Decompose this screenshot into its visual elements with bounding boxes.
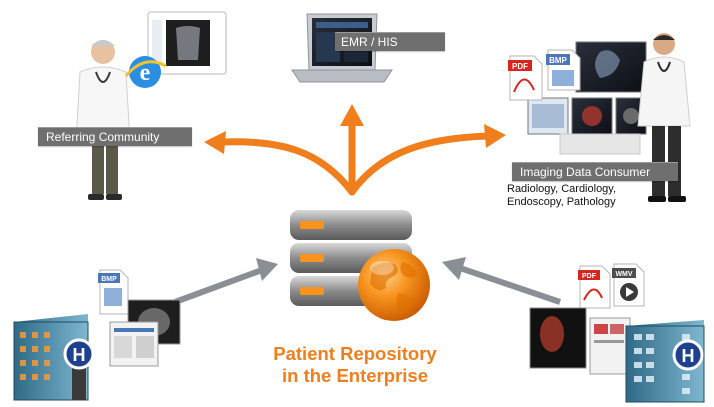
arrow-to-referring-community	[218, 138, 356, 196]
monitor-icon	[571, 97, 613, 135]
gray-arrows	[173, 257, 561, 305]
bmp-file-icon: BMP	[546, 49, 581, 91]
hospital-building-icon	[13, 314, 89, 401]
imaging-monitors-group	[527, 41, 647, 155]
title-line-1: Patient Repository	[273, 343, 437, 364]
svg-text:BMP: BMP	[101, 276, 117, 283]
imaging-data-consumer-label: Imaging Data Consumer	[512, 162, 678, 181]
imaging-specialties-text: Radiology, Cardiology, Endoscopy, Pathol…	[507, 183, 617, 208]
svg-text:BMP: BMP	[549, 56, 567, 65]
arrow-from-right-hospital	[459, 265, 561, 305]
arrow-head-gray-left	[256, 258, 278, 281]
arrow-to-imaging-consumer	[348, 132, 492, 196]
globe-icon	[358, 249, 430, 321]
patient-repository-title: Patient Repository in the Enterprise	[230, 343, 480, 387]
laptop-icon	[291, 13, 393, 83]
wmv-file-icon: WMV	[612, 263, 645, 307]
hospital-sign-icon: H	[63, 338, 95, 370]
title-line-2: in the Enterprise	[282, 365, 428, 386]
hospital-sign-icon: H	[672, 339, 704, 371]
svg-text:PDF: PDF	[582, 273, 597, 280]
pdf-file-icon: PDF	[508, 55, 543, 101]
referring-doctor-figure	[75, 40, 131, 200]
ie-browser-icon: e	[124, 56, 167, 88]
svg-text:H: H	[682, 346, 695, 366]
emr-his-label: EMR / HIS	[335, 32, 445, 51]
scan-image-stack	[529, 307, 631, 375]
monitor-icon	[527, 97, 569, 135]
scan-image-stack	[109, 299, 181, 367]
bmp-file-icon: BMP	[98, 269, 129, 315]
arrow-from-left-hospital	[173, 267, 264, 305]
pdf-file-icon: PDF	[578, 265, 611, 309]
arrow-head-left	[204, 131, 226, 154]
svg-text:H: H	[73, 345, 86, 365]
svg-text:e: e	[140, 60, 151, 86]
xray-tablet-icon	[147, 11, 227, 75]
referring-community-label: Referring Community	[38, 127, 192, 146]
svg-text:WMV: WMV	[615, 271, 632, 278]
arrow-head-right	[484, 124, 506, 148]
monitor-icon	[575, 41, 647, 93]
svg-text:PDF: PDF	[512, 62, 528, 71]
orange-arrows	[204, 104, 506, 196]
arrow-head-up	[340, 104, 364, 126]
arrow-head-gray-right	[442, 257, 466, 280]
